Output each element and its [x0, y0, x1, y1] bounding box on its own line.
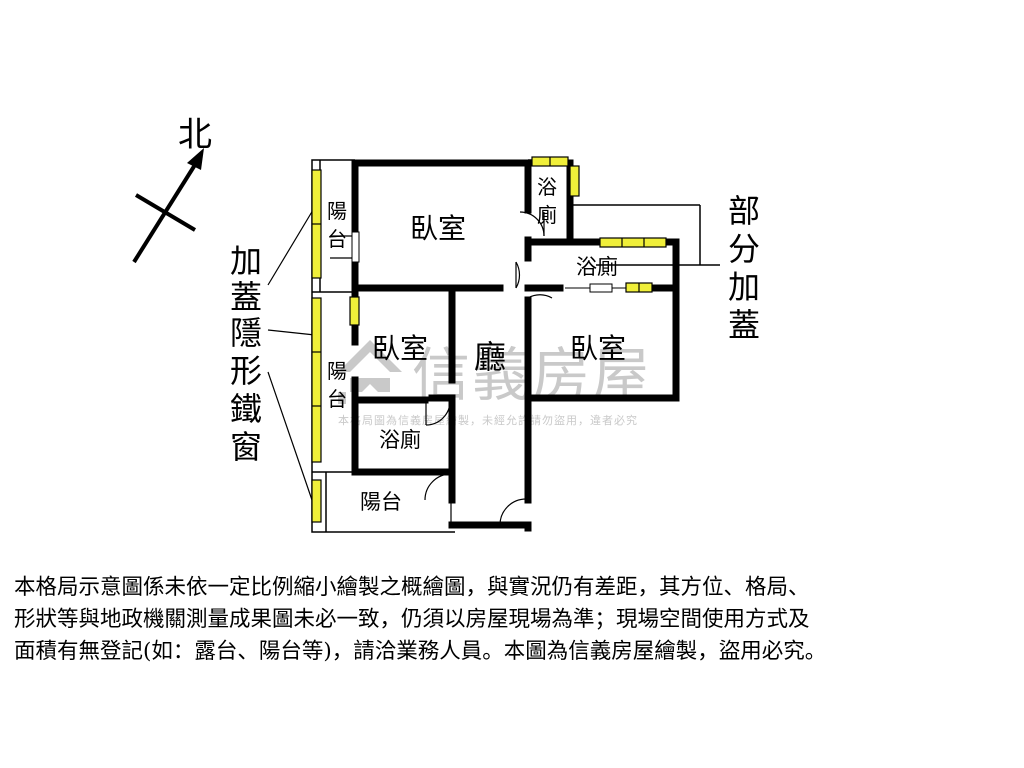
disclaimer-line: 面積有無登記(如：露台、陽台等)，請洽業務人員。本圖為信義房屋繪製，盜用必究。 [14, 639, 827, 664]
watermark-notice: 本格局圖為信義房屋繪製，未經允許請勿盜用，違者必究 [338, 413, 638, 427]
room-bath-bottom: 浴廁 [379, 428, 421, 452]
room-bedroom-right: 臥室 [570, 332, 626, 365]
left-note-char: 加 [230, 242, 262, 280]
left-note-char: 形 [230, 352, 262, 390]
room-balcony-left-char1: 陽 [327, 359, 347, 383]
left-note-char: 鐵 [230, 390, 262, 428]
left-note-char: 隱 [230, 314, 262, 352]
room-balcony-left: 陽 台 [327, 359, 347, 411]
room-living: 廳 [474, 338, 506, 376]
room-balcony-upper-char2: 台 [327, 227, 347, 251]
right-note-char: 加 [728, 268, 760, 306]
disclaimer-line: 形狀等與地政機關測量成果圖未必一致，仍須以房屋現場為準；現場空間使用方式及 [14, 607, 810, 632]
disclaimer-text: 本格局示意圖係未依一定比例縮小繪製之概繪圖，與實況仍有差距，其方位、格局、 形狀… [14, 572, 1014, 668]
compass: 北 [132, 115, 212, 264]
room-bath-mid: 浴廁 [576, 255, 618, 279]
room-balcony-bottom: 陽台 [360, 490, 402, 514]
floor-plan-diagram: 信義房屋 本格局圖為信義房屋繪製，未經允許請勿盜用，違者必究 北 [132, 115, 760, 533]
watermark-logo-icon [338, 340, 402, 404]
north-arrow-icon [187, 148, 204, 170]
windows [311, 156, 667, 523]
room-bedroom-upper: 臥室 [410, 212, 466, 245]
north-label: 北 [178, 115, 212, 155]
room-balcony-upper: 陽 台 [327, 199, 347, 251]
right-note-char: 分 [728, 230, 760, 268]
right-note-char: 部 [728, 192, 760, 230]
room-bedroom-left: 臥室 [372, 332, 428, 365]
left-note-char: 蓋 [230, 278, 262, 316]
walls [351, 159, 680, 532]
room-balcony-upper-char1: 陽 [327, 199, 347, 223]
disclaimer-line: 本格局示意圖係未依一定比例縮小繪製之概繪圖，與實況仍有差距，其方位、格局、 [14, 575, 810, 600]
right-note-char: 蓋 [728, 306, 760, 344]
room-labels: 陽 台 臥室 浴 廁 浴廁 臥室 廳 臥室 陽 台 浴廁 陽台 [327, 175, 626, 514]
annotation-pointers [267, 204, 317, 501]
room-balcony-left-char2: 台 [327, 387, 347, 411]
annotation-right: 部 分 加 蓋 [728, 192, 760, 344]
left-note-char: 窗 [230, 428, 262, 466]
room-bath-top: 浴 廁 [537, 175, 557, 227]
room-bath-top-char2: 廁 [537, 203, 557, 227]
annotation-left: 加 蓋 隱 形 鐵 窗 [230, 242, 262, 466]
room-bath-top-char1: 浴 [537, 175, 557, 199]
